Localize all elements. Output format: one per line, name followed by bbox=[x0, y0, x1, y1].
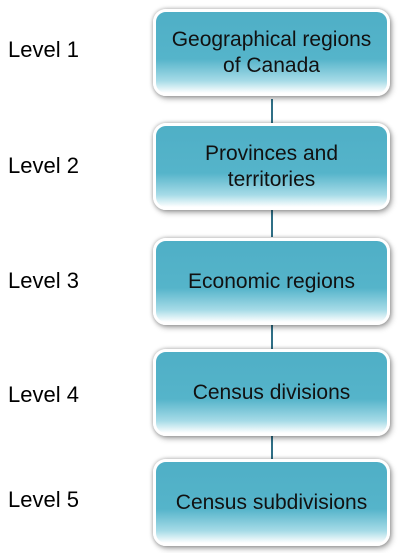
connector-3-4 bbox=[271, 325, 273, 353]
level-2-box-text: Provinces and territories bbox=[204, 141, 339, 191]
level-1-label: Level 1 bbox=[8, 37, 79, 62]
level-3-box: Economic regions bbox=[153, 238, 390, 325]
level-4-box-text: Census divisions bbox=[192, 380, 351, 404]
level-5-box: Census subdivisions bbox=[153, 459, 390, 546]
level-5-box-text: Census subdivisions bbox=[175, 490, 368, 514]
level-2-box: Provinces and territories bbox=[153, 123, 390, 210]
level-5-label: Level 5 bbox=[8, 487, 79, 512]
level-4-box: Census divisions bbox=[153, 349, 390, 436]
connector-4-5 bbox=[271, 434, 273, 462]
level-4-label: Level 4 bbox=[8, 382, 79, 407]
level-2-label: Level 2 bbox=[8, 153, 79, 178]
level-3-box-text: Economic regions bbox=[188, 269, 355, 293]
connector-2-3 bbox=[271, 209, 273, 237]
level-1-box-text: Geographical regions of Canada bbox=[171, 27, 372, 77]
connector-1-2 bbox=[271, 99, 273, 127]
level-1-box: Geographical regions of Canada bbox=[153, 9, 390, 96]
level-3-label: Level 3 bbox=[8, 268, 79, 293]
